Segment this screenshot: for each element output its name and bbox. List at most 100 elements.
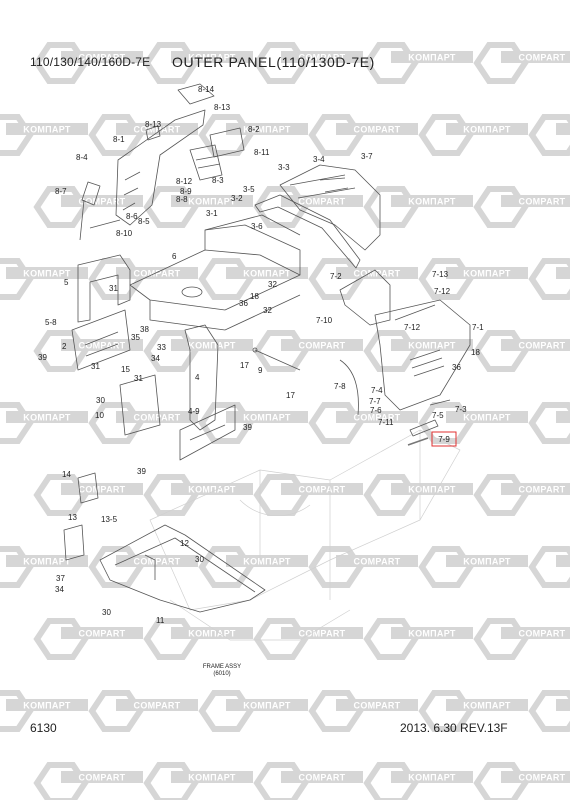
watermark-tile: KOMПАРТ (143, 42, 253, 84)
callout-3-5: 3-5 (243, 185, 255, 194)
callout-7-12: 7-12 (404, 323, 421, 332)
watermark-tile: KOMПАРТ (363, 186, 473, 228)
callout-7-10: 7-10 (316, 316, 333, 325)
callout-38: 38 (140, 325, 149, 334)
watermark-brand: COMPART (354, 125, 401, 135)
callout-labels: 8-148-138-138-18-28-118-48-38-128-98-88-… (38, 85, 484, 625)
watermark-brand: KOMПАРТ (188, 341, 236, 351)
watermark-tile: KOMПАРТ (198, 402, 308, 444)
watermark-brand: KOMПАРТ (408, 485, 456, 495)
watermark-brand: KOMПАРТ (188, 197, 236, 207)
watermark-tile: COMPART (473, 762, 570, 800)
callout-8-11: 8-11 (254, 148, 270, 157)
watermark-brand: COMPART (134, 557, 181, 567)
watermark-tile: COMPART (253, 42, 363, 84)
callout-31: 31 (91, 362, 100, 371)
callout-31: 31 (109, 284, 118, 293)
watermark-tile: COMPART (88, 546, 198, 588)
watermark-brand: COMPART (354, 701, 401, 711)
watermark-tile: KOMПАРТ (0, 402, 88, 444)
watermark-tile: COMPART (528, 258, 570, 300)
callout-8-5: 8-5 (138, 217, 150, 226)
callout-8-14: 8-14 (198, 85, 215, 94)
watermark-brand: KOMПАРТ (243, 413, 291, 423)
watermark-tile: COMPART (308, 258, 418, 300)
part-8-7-rod (79, 181, 121, 241)
watermark-tile: KOMПАРТ (143, 330, 253, 372)
highlight-frame: 7-9 (431, 431, 457, 447)
watermark-brand: KOMПАРТ (408, 629, 456, 639)
watermark-brand: COMPART (79, 53, 126, 63)
watermark-tile: COMPART (528, 114, 570, 156)
watermark-brand: COMPART (519, 197, 566, 207)
callout-13: 13 (68, 513, 77, 522)
watermark-tile: COMPART (253, 618, 363, 660)
callout-7-11: 7-11 (378, 418, 394, 427)
watermark-brand: COMPART (79, 341, 126, 351)
parts-line-art (63, 83, 471, 641)
watermark-brand: KOMПАРТ (23, 701, 71, 711)
part-13-box (63, 524, 85, 561)
watermark-tile: KOMПАРТ (363, 330, 473, 372)
part-9-rod (252, 347, 301, 371)
watermark-brand: KOMПАРТ (23, 413, 71, 423)
callout-9: 9 (258, 366, 263, 375)
callout-7-7: 7-7 (369, 397, 381, 406)
callout-15: 15 (121, 365, 130, 374)
watermark-tile: COMPART (473, 186, 570, 228)
callout-32: 32 (263, 306, 272, 315)
watermark-tile: COMPART (88, 690, 198, 732)
callout-4: 4 (195, 373, 200, 382)
part-4-center-panel (179, 324, 236, 461)
model-label: 110/130/140/160D-7E (30, 55, 151, 69)
watermark-tile: COMPART (473, 618, 570, 660)
watermark-brand: KOMПАРТ (188, 629, 236, 639)
watermark-tile: COMPART (33, 474, 143, 516)
watermark-tile: KOMПАРТ (0, 690, 88, 732)
watermark-tile: COMPART (253, 762, 363, 800)
frame-label-line1: FRAME ASSY (203, 664, 241, 670)
callout-5: 5 (64, 278, 69, 287)
watermark-brand: COMPART (519, 485, 566, 495)
watermark-brand: KOMПАРТ (23, 269, 71, 279)
part-7-side-cover (339, 269, 471, 437)
watermark-tile: COMPART (33, 762, 143, 800)
watermark-tile: KOMПАРТ (143, 618, 253, 660)
callout-3-6: 3-6 (251, 222, 263, 231)
callout-8-7: 8-7 (55, 187, 67, 196)
callout-7-12: 7-12 (434, 287, 451, 296)
callout-8-1: 8-1 (113, 135, 125, 144)
watermark-tile: KOMПАРТ (198, 690, 308, 732)
part-11-base-frame (99, 524, 266, 613)
watermark-brand: COMPART (134, 413, 181, 423)
callout-39: 39 (38, 353, 47, 362)
callout-30: 30 (96, 396, 105, 405)
watermark-brand: KOMПАРТ (188, 773, 236, 783)
watermark-tile: KOMПАРТ (198, 114, 308, 156)
watermark-brand: KOMПАРТ (243, 557, 291, 567)
watermark-tile: KOMПАРТ (418, 258, 528, 300)
callout-8-9: 8-9 (180, 187, 192, 196)
callout-6: 6 (172, 252, 177, 261)
watermark-brand: COMPART (134, 269, 181, 279)
watermark-tile: KOMПАРТ (0, 114, 88, 156)
watermark-brand: COMPART (79, 485, 126, 495)
callout-8-3: 8-3 (212, 176, 224, 185)
watermark-brand: COMPART (354, 557, 401, 567)
watermark-brand: COMPART (519, 629, 566, 639)
watermark-brand: KOMПАРТ (243, 125, 291, 135)
callout-5-8: 5-8 (45, 318, 57, 327)
watermark-tile: KOMПАРТ (363, 474, 473, 516)
watermark-brand: KOMПАРТ (463, 413, 511, 423)
watermark-tile: KOMПАРТ (418, 546, 528, 588)
part-3-hood (254, 164, 381, 269)
callout-36: 36 (239, 299, 248, 308)
watermark-brand: COMPART (79, 773, 126, 783)
watermark-tile: KOMПАРТ (198, 546, 308, 588)
watermark-brand: COMPART (519, 53, 566, 63)
revision-date: 2013. 6.30 REV.13F (400, 721, 508, 735)
highlight-label: 7-9 (438, 435, 450, 444)
callout-12: 12 (180, 539, 189, 548)
